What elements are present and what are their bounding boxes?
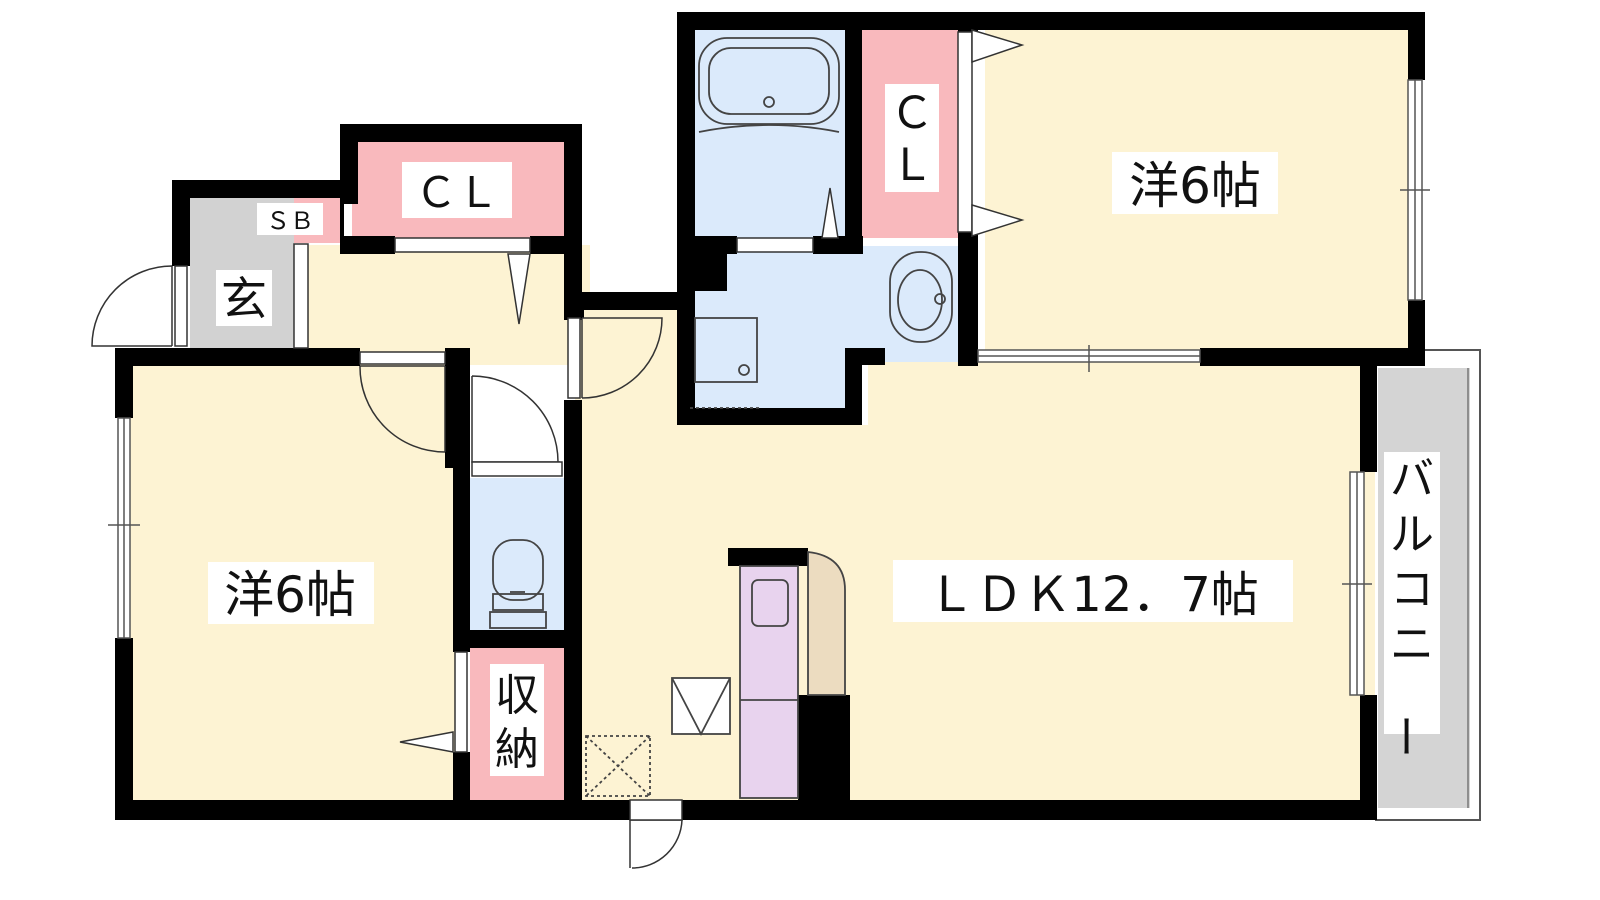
bath-door <box>736 237 814 253</box>
closet-top-door <box>394 237 531 253</box>
entrance-label: 玄 <box>221 272 267 326</box>
vertical-label-char: ニ <box>1390 619 1434 670</box>
wall <box>1408 12 1425 80</box>
wall <box>845 12 862 250</box>
washbasin-icon <box>889 251 953 343</box>
fixtures <box>489 37 953 799</box>
closet-right-door <box>957 31 973 233</box>
wall <box>1360 348 1377 472</box>
closet-top-label: ＣＬ <box>415 168 499 217</box>
doors <box>91 28 1025 869</box>
wall <box>453 630 582 648</box>
left-room-label: 洋6帖 <box>224 566 356 624</box>
wall <box>695 236 727 291</box>
closet-right-label: ＣＬ <box>890 88 934 191</box>
bathtub-icon <box>698 37 840 125</box>
toilet-icon <box>492 539 544 601</box>
toilet-door <box>471 375 560 463</box>
ldk-label: ＬＤＫ12．7帖 <box>927 567 1259 623</box>
wall <box>172 180 358 198</box>
wall <box>958 232 978 364</box>
room-labels: 洋6帖 洋6帖 ＬＤＫ12．7帖 ＣＬ ＳＢ 玄 <box>208 152 1293 624</box>
vertical-label-char: Ｃ <box>890 88 934 139</box>
wall <box>115 348 360 366</box>
wall <box>453 752 470 820</box>
wall <box>677 408 862 425</box>
wall <box>453 462 470 652</box>
kitchen-wall <box>728 548 808 566</box>
sink-icon <box>751 579 789 627</box>
wall <box>1200 348 1425 366</box>
wall <box>340 200 344 245</box>
wall <box>958 28 978 32</box>
kitchen-column <box>798 695 850 808</box>
right-room-label: 洋6帖 <box>1129 157 1261 215</box>
wall <box>677 12 695 425</box>
washroom-floor <box>695 246 975 420</box>
vertical-label-char: ル <box>1390 509 1434 560</box>
wall <box>564 124 582 320</box>
wall <box>813 236 863 254</box>
wall <box>340 124 582 142</box>
vertical-label-char: 納 <box>495 724 539 775</box>
wall <box>530 236 582 254</box>
walls <box>115 12 1425 820</box>
vertical-label-char: ー <box>1379 714 1430 758</box>
kitchen-counter-icon <box>739 565 799 799</box>
washer-space-icon <box>694 317 758 383</box>
wall <box>677 12 1425 30</box>
storage-door <box>454 651 468 753</box>
wall <box>445 348 470 468</box>
wall <box>845 348 862 425</box>
vertical-label-char: バ <box>1390 454 1434 505</box>
floor-storage-icon <box>585 735 651 797</box>
vertical-label-char: コ <box>1390 564 1434 615</box>
fridge-space-icon <box>671 677 731 735</box>
balcony-label: バルコニー <box>1379 454 1434 758</box>
hall-corridor-floor <box>575 310 685 400</box>
wall <box>1360 695 1377 820</box>
left-room-door <box>359 365 446 453</box>
wall <box>340 236 395 254</box>
vertical-label-char: 収 <box>495 670 539 721</box>
back-door <box>629 819 683 869</box>
wall <box>575 292 685 310</box>
wall <box>115 348 133 418</box>
wall <box>564 400 582 820</box>
wall <box>115 638 133 820</box>
counter-icon <box>807 550 846 696</box>
wall <box>115 800 1377 820</box>
shoebox-label: ＳＢ <box>266 207 314 235</box>
wall <box>845 348 885 365</box>
vertical-label-char: Ｌ <box>890 140 934 191</box>
balcony-railing <box>1375 349 1481 821</box>
shoebox-strip <box>293 243 309 349</box>
storage-label: 収納 <box>495 670 539 775</box>
windows <box>108 79 1430 696</box>
ldk-door <box>581 317 663 399</box>
hallway-floor <box>300 245 590 365</box>
wall <box>172 180 190 266</box>
front-door <box>91 265 173 347</box>
